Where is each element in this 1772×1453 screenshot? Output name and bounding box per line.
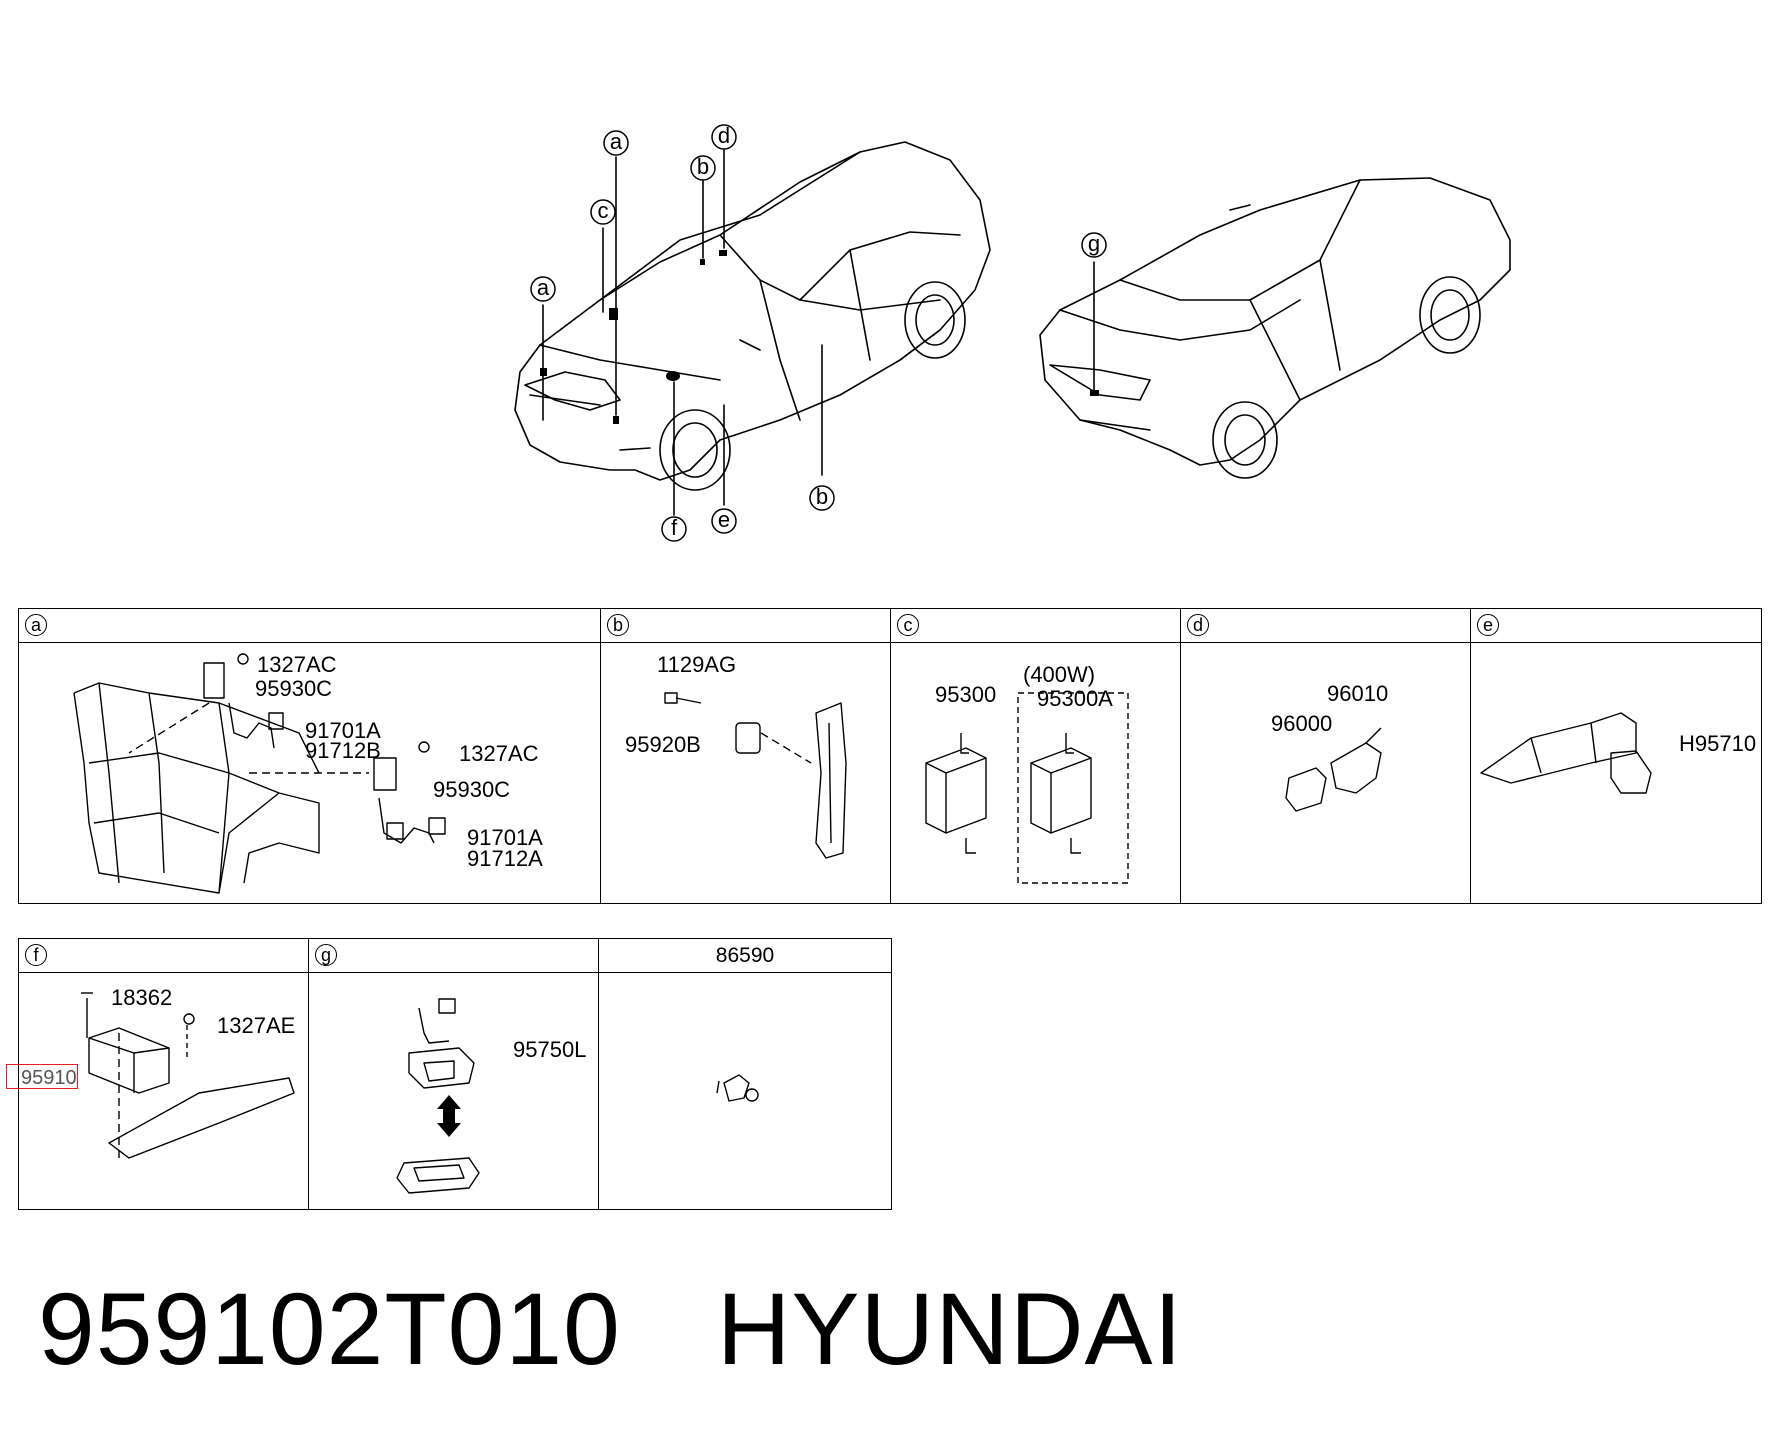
cell-tag: a: [25, 614, 47, 636]
label-91712a: 91712A: [467, 846, 543, 871]
cell-header: d: [1181, 609, 1471, 643]
cell-tag: b: [607, 614, 629, 636]
cell-header: 86590: [599, 939, 891, 973]
label-400w: (400W): [1023, 662, 1096, 687]
cell-header: f: [19, 939, 309, 973]
control-module-drawing: [925, 692, 1129, 884]
cell-header: b: [601, 609, 891, 643]
callout-c: c: [598, 198, 609, 223]
callout-b-top: b: [697, 154, 709, 179]
label-95750l: 95750L: [513, 1037, 587, 1062]
cell-header: g: [309, 939, 599, 973]
parts-grid: a 1327AC 9: [18, 608, 1772, 1210]
label-91701a: 91701A: [305, 718, 381, 743]
callout-e: e: [718, 507, 730, 532]
cell-g: g 95750L: [308, 938, 600, 1210]
acu-module-drawing: [81, 992, 295, 1163]
label-91701a-2: 91701A: [467, 825, 543, 850]
brand-name: HYUNDAI: [716, 1272, 1183, 1386]
radiator-support-drawing: [73, 653, 446, 894]
sensor-bracket-drawing: [1285, 727, 1382, 812]
cell-c: c 95300 (400W) 95300A: [890, 608, 1182, 904]
label-1129ag: 1129AG: [657, 652, 737, 677]
callout-g: g: [1088, 231, 1100, 256]
label-1327ac: 1327AC: [257, 652, 337, 677]
camera-drawing: [396, 998, 480, 1194]
cell-tag: f: [25, 944, 47, 966]
cell-tag: c: [897, 614, 919, 636]
rear-car-drawing: [1039, 177, 1511, 479]
vehicle-overview: a b c d a f e b g: [514, 123, 1511, 542]
label-95930c-2: 95930C: [433, 777, 511, 802]
callout-d: d: [718, 123, 730, 148]
cell-e: e H95710: [1470, 608, 1762, 904]
cell-header: c: [891, 609, 1181, 643]
highlighted-part-box: 95910: [6, 1064, 78, 1089]
label-95300: 95300: [935, 682, 997, 707]
callout-a-top: a: [610, 129, 623, 154]
label-96010: 96010: [1327, 681, 1389, 706]
horn-bracket-drawing: [1480, 712, 1652, 794]
cell-tag: d: [1187, 614, 1209, 636]
clip-drawing: [716, 1074, 759, 1102]
cell-d: d 96010 96000: [1180, 608, 1472, 904]
cell-b: b 1129AG 95920B: [600, 608, 892, 904]
label-95930c: 95930C: [255, 676, 333, 701]
cell-a: a 1327AC 9: [18, 608, 602, 904]
pillar-sensor-drawing: [664, 692, 847, 859]
cell-tag: e: [1477, 614, 1499, 636]
cell-tag: g: [315, 944, 337, 966]
front-car-drawing: [514, 141, 991, 491]
part-number: 959102T010: [38, 1272, 621, 1386]
cell-title: 86590: [715, 944, 775, 967]
label-1327ae: 1327AE: [217, 1013, 296, 1038]
callout-b-bottom: b: [816, 484, 828, 509]
label-18362: 18362: [111, 985, 173, 1010]
label-h95710: H95710: [1679, 731, 1757, 756]
label-1327ac-2: 1327AC: [459, 741, 539, 766]
label-91712b: 91712B: [305, 738, 381, 763]
callout-a-left: a: [537, 275, 550, 300]
label-95300a: 95300A: [1037, 686, 1113, 711]
cell-86590: 86590: [598, 938, 892, 1210]
cell-header: e: [1471, 609, 1761, 643]
highlighted-part-label: 95910: [21, 1067, 77, 1089]
label-96000: 96000: [1271, 711, 1333, 736]
cell-header: a: [19, 609, 601, 643]
label-95920b: 95920B: [625, 732, 701, 757]
callout-f: f: [671, 515, 678, 540]
